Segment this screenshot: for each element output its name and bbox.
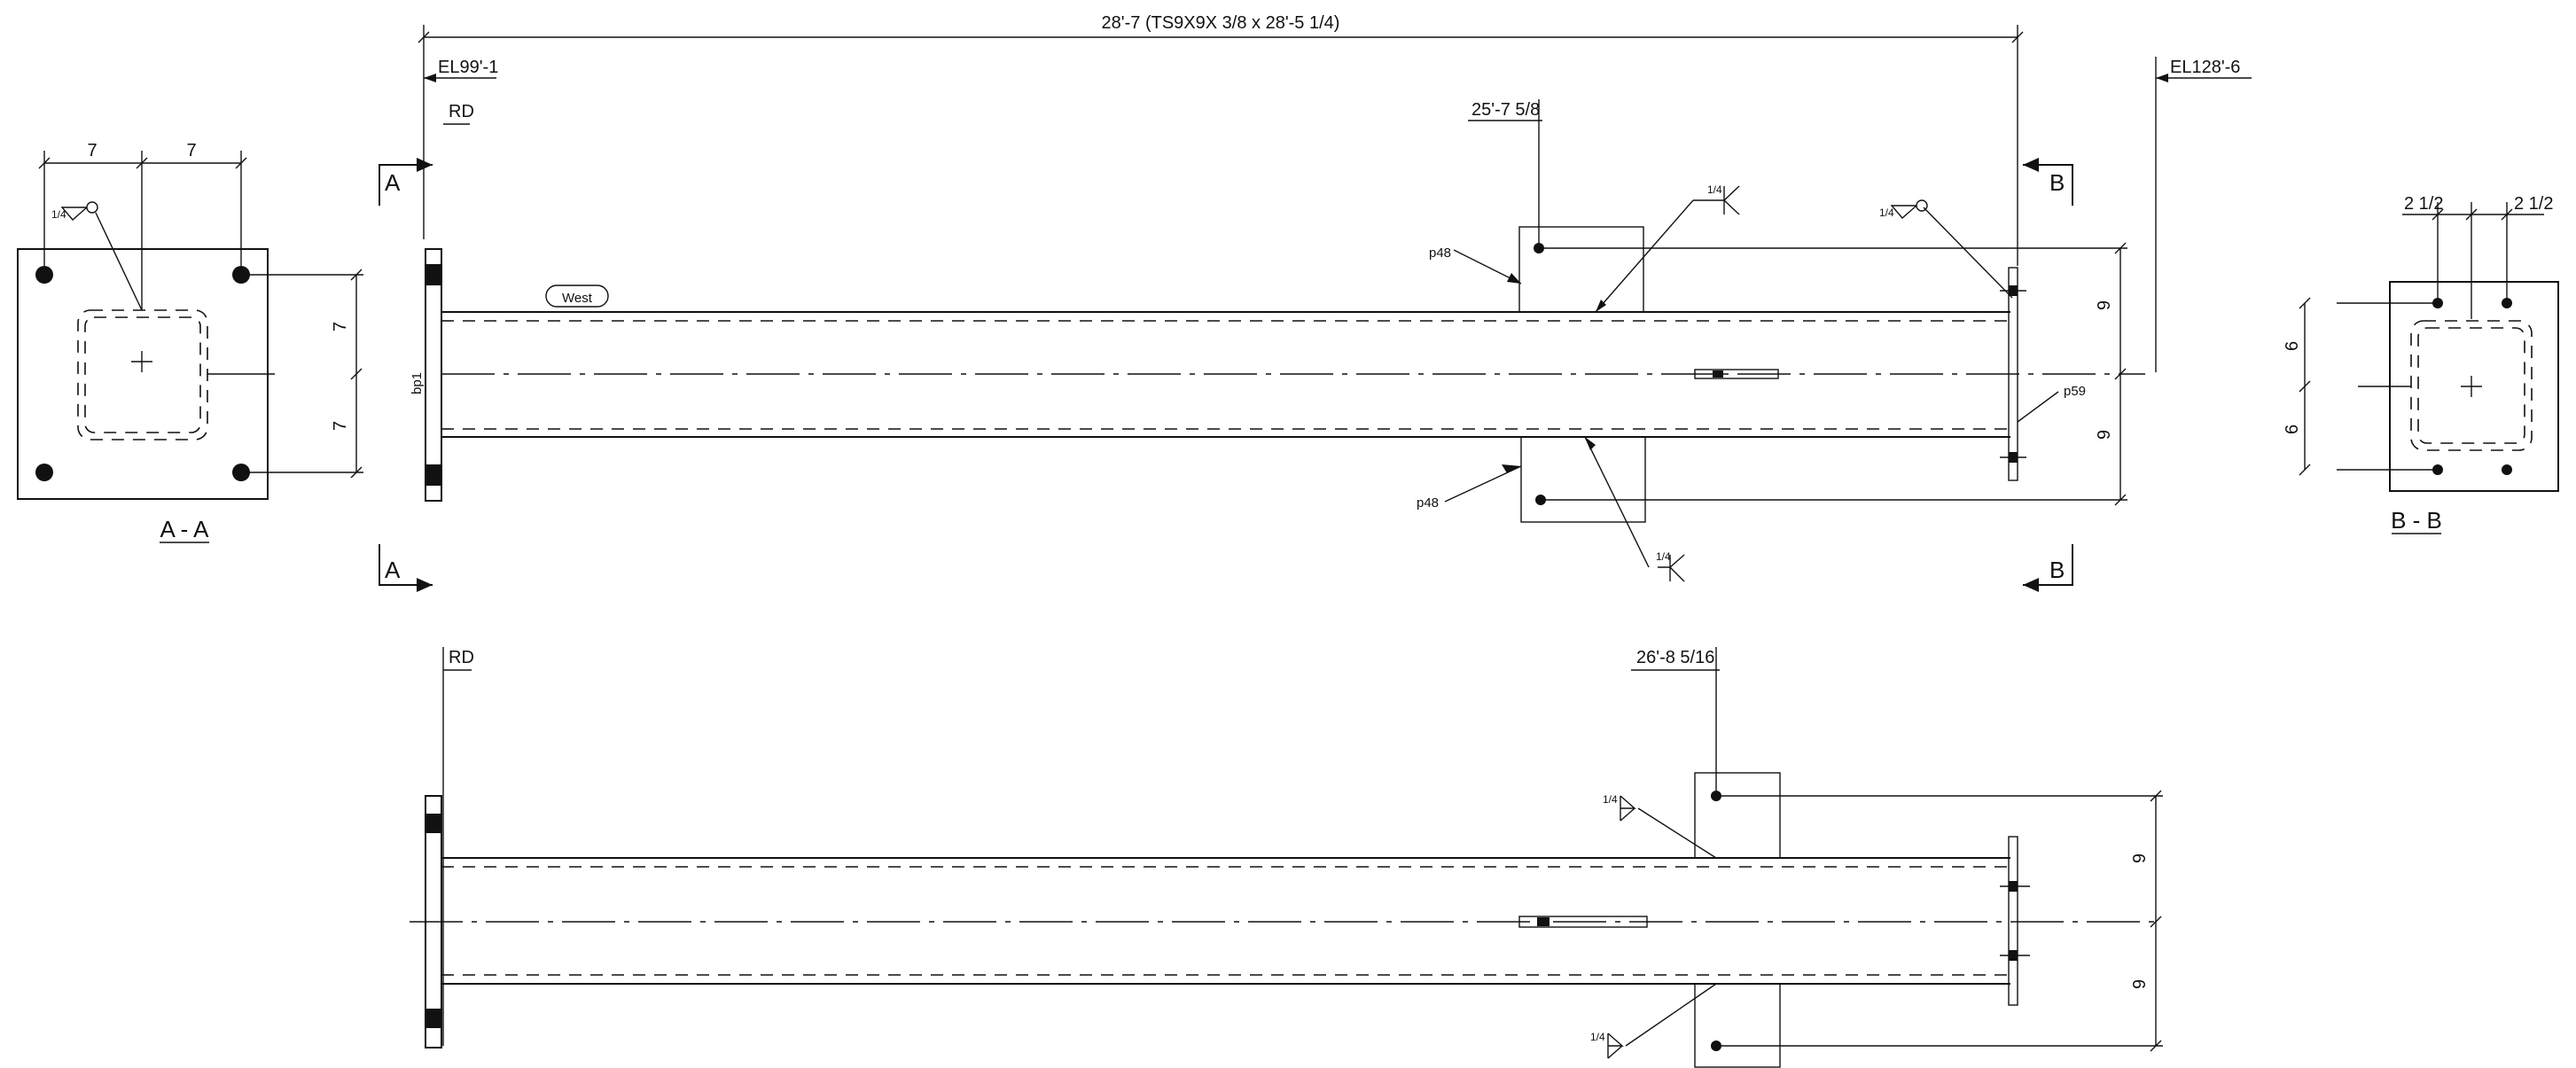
section-marker-a-bottom: A xyxy=(385,557,401,583)
overall-dimension: 28'-7 (TS9X9X 3/8 x 28'-5 1/4) xyxy=(1102,13,1340,33)
dim-9-bottom: 9 xyxy=(2095,430,2114,440)
bb-dim-6-lower: 6 xyxy=(2283,425,2302,434)
p59-label: p59 xyxy=(2064,384,2086,399)
aa-dim-7-right: 7 xyxy=(186,141,196,160)
section-marker-b-bottom: B xyxy=(2049,557,2065,583)
aa-dim-7-left: 7 xyxy=(87,141,97,160)
weld-top-frac: 1/4 xyxy=(1707,183,1722,196)
aa-dim-7-lower: 7 xyxy=(331,421,350,431)
bottom-dim-9-top: 9 xyxy=(2130,854,2150,863)
rd-label-top: RD xyxy=(449,102,474,121)
dim-25-7-5-8: 25'-7 5/8 xyxy=(1471,100,1540,120)
rd-label-bottom: RD xyxy=(449,648,474,667)
p48-bottom-label: p48 xyxy=(1417,495,1439,511)
dim-26-8-5-16: 26'-8 5/16 xyxy=(1636,648,1714,667)
aa-weld-frac: 1/4 xyxy=(51,208,66,221)
bottom-dim-9-bottom: 9 xyxy=(2130,979,2150,989)
section-bb-title: B - B xyxy=(2391,507,2442,534)
bb-dim-2-1-2-left: 2 1/2 xyxy=(2404,194,2443,214)
dim-9-top: 9 xyxy=(2095,300,2114,310)
elevation-left: EL99'-1 xyxy=(438,58,498,77)
weld-right-frac: 1/4 xyxy=(1879,207,1894,219)
bottom-weld-bottom-frac: 1/4 xyxy=(1590,1031,1605,1043)
section-marker-b-top: B xyxy=(2049,169,2065,196)
bottom-elevation-view: RD 26'-8 5/16 1/4 xyxy=(410,647,2163,1068)
weld-bottom-frac: 1/4 xyxy=(1656,550,1671,563)
bottom-weld-top-frac: 1/4 xyxy=(1603,793,1618,806)
section-aa-title: A - A xyxy=(160,516,210,542)
bb-dim-2-1-2-right: 2 1/2 xyxy=(2514,194,2553,214)
aa-dim-7-upper: 7 xyxy=(331,322,350,331)
section-a-a: 7 7 7 7 1/4 A - A xyxy=(17,141,363,543)
base-plate-label: bp1 xyxy=(410,372,425,394)
top-elevation-view: 28'-7 (TS9X9X 3/8 x 28'-5 1/4) EL99'-1 E… xyxy=(379,13,2252,592)
elevation-right: EL128'-6 xyxy=(2170,58,2240,77)
section-b-b: 2 1/2 2 1/2 6 6 B - B xyxy=(2283,194,2559,534)
p48-top-label: p48 xyxy=(1429,246,1451,261)
west-tag: West xyxy=(562,291,593,306)
section-marker-a-top: A xyxy=(385,169,401,196)
bb-dim-6-upper: 6 xyxy=(2283,341,2302,351)
